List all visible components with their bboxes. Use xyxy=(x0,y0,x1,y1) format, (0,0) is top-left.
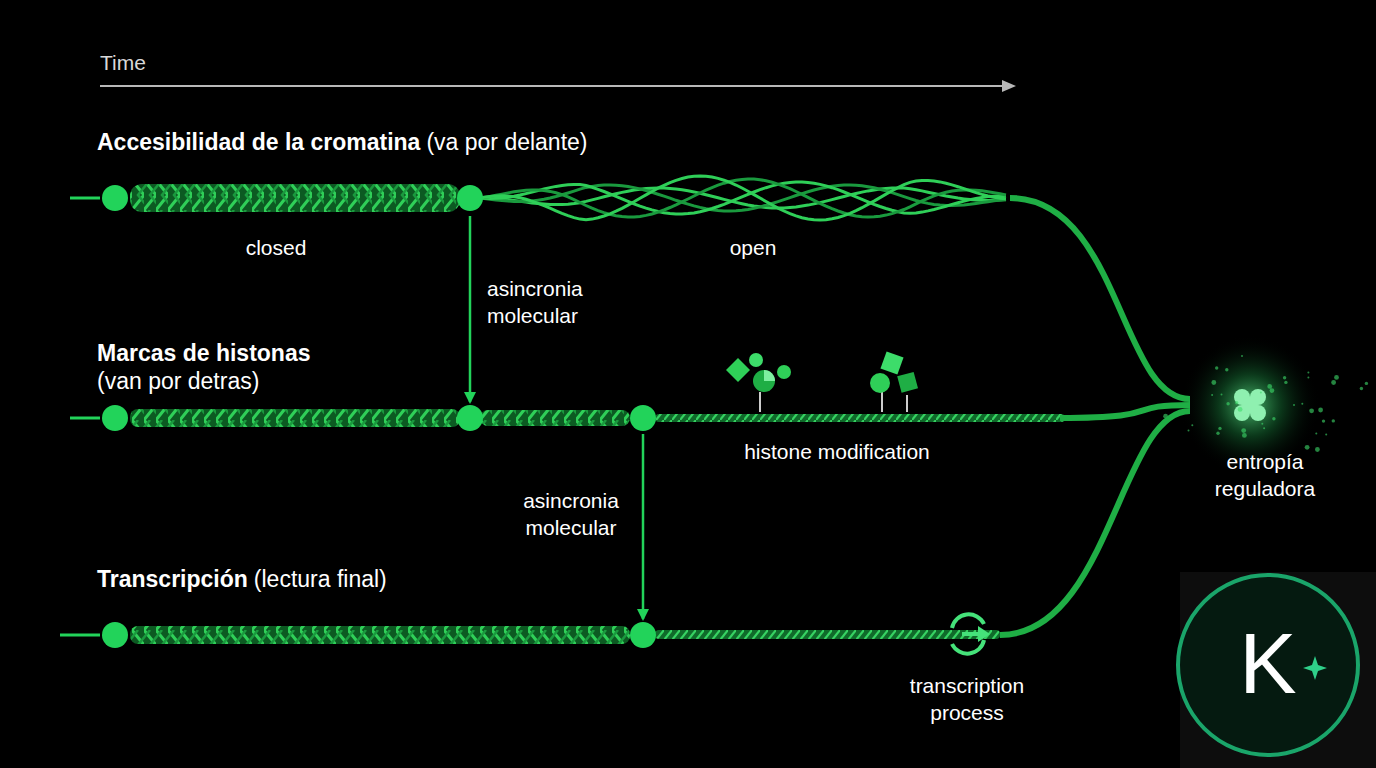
particle xyxy=(1235,401,1238,404)
annotation-label: transcription process xyxy=(887,672,1047,727)
particle xyxy=(1318,408,1323,413)
particle xyxy=(1225,368,1228,371)
particle xyxy=(1218,427,1221,430)
node-text: entropía reguladora xyxy=(1200,448,1330,503)
particle xyxy=(1270,388,1275,393)
particle xyxy=(1272,417,1275,420)
particle xyxy=(1365,382,1368,385)
particle xyxy=(1322,419,1325,422)
edge-label: asincronia molecular xyxy=(511,487,631,542)
particle xyxy=(1301,403,1303,405)
logo-letter: K xyxy=(1218,612,1318,715)
particle xyxy=(1263,427,1265,429)
entropy-node: entropía reguladora xyxy=(1190,370,1340,503)
track-subtitle: (va por delante) xyxy=(426,129,587,155)
track-band: Marcas de histonas(van por detras) xyxy=(100,404,1060,432)
particle xyxy=(1215,366,1218,369)
annotation-label: Time xyxy=(100,49,146,76)
particle xyxy=(1315,447,1320,452)
particle xyxy=(1334,375,1339,380)
track-title: Accesibilidad de la cromatina xyxy=(97,129,420,155)
histone-marks xyxy=(726,351,918,412)
track-subtitle: (van por detras) xyxy=(97,367,310,395)
track-subtitle: (lectura final) xyxy=(254,566,387,592)
particle xyxy=(1191,424,1193,426)
particle xyxy=(1293,404,1295,406)
track-heading: Accesibilidad de la cromatina(va por del… xyxy=(97,129,588,157)
particle xyxy=(1325,434,1327,436)
merge-strand xyxy=(1010,198,1190,399)
track-band: Transcripción(lectura final) xyxy=(100,621,1000,649)
async-arrow xyxy=(469,216,472,402)
time-axis xyxy=(100,80,1016,92)
track-title: Transcripción xyxy=(97,566,248,592)
particle xyxy=(1360,387,1363,390)
particle xyxy=(1332,419,1335,422)
particle xyxy=(1211,380,1216,385)
particle xyxy=(1216,432,1219,435)
particle xyxy=(1307,371,1309,373)
strand xyxy=(480,176,1006,220)
async-arrow xyxy=(642,434,645,619)
particle xyxy=(1226,402,1229,405)
particle xyxy=(1241,355,1243,357)
particle xyxy=(1242,433,1247,438)
particle xyxy=(1260,392,1262,394)
particle xyxy=(1305,445,1310,450)
particle xyxy=(1238,407,1243,412)
particle xyxy=(1315,432,1317,434)
particle xyxy=(1331,380,1336,385)
particle xyxy=(1307,376,1309,378)
annotation-label: histone modification xyxy=(712,438,962,465)
particle xyxy=(1309,408,1314,413)
annotation-label: open xyxy=(713,234,793,261)
particle xyxy=(1284,381,1287,384)
particle xyxy=(1221,394,1223,396)
transcription-icon xyxy=(952,614,990,653)
open-strands xyxy=(480,176,1006,220)
particle xyxy=(1188,429,1190,431)
track-title: Marcas de histonas xyxy=(97,339,310,367)
merge-strand xyxy=(1000,411,1190,635)
track-band: Accesibilidad de la cromatina(va por del… xyxy=(100,182,1010,214)
annotation-label: closed xyxy=(236,234,316,261)
track-heading: Transcripción(lectura final) xyxy=(97,566,387,594)
particle xyxy=(1241,428,1246,433)
track-heading: Marcas de histonas(van por detras) xyxy=(97,339,310,395)
start-stubs xyxy=(60,198,100,635)
logo xyxy=(1178,572,1376,768)
particle xyxy=(1267,384,1272,389)
edge-label: asincronia molecular xyxy=(487,275,607,330)
ropes xyxy=(130,184,1065,644)
particles xyxy=(1163,355,1368,452)
particle xyxy=(1261,423,1263,425)
particle xyxy=(1283,376,1286,379)
particle xyxy=(1211,394,1213,396)
